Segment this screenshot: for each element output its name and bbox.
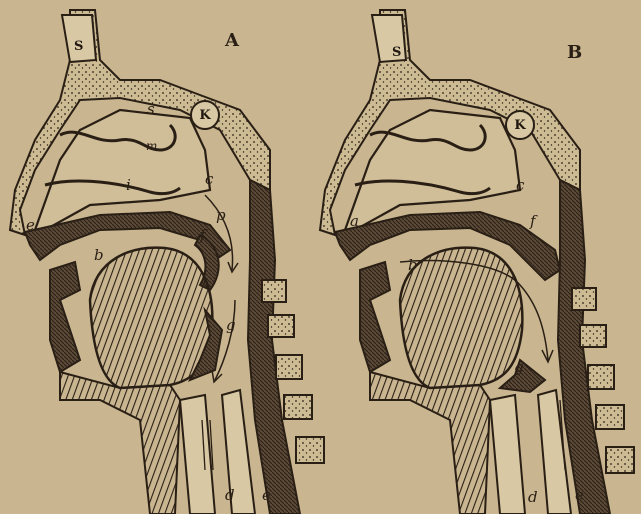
label-i: i bbox=[126, 178, 131, 193]
label-sphenoid: K bbox=[514, 119, 525, 132]
label-b: b bbox=[408, 258, 418, 273]
panel-b: B S K c a f b g d e bbox=[320, 0, 641, 514]
label-g: g bbox=[226, 318, 236, 333]
label-frontal-sinus: S bbox=[392, 46, 401, 59]
sphenoid-ring: K bbox=[190, 100, 220, 130]
label-f: f bbox=[530, 214, 536, 229]
sphenoid-ring: K bbox=[505, 110, 535, 140]
label-s: s bbox=[147, 102, 155, 117]
label-d: d bbox=[528, 490, 538, 505]
label-c: c bbox=[516, 178, 524, 193]
label-p: p bbox=[216, 208, 226, 223]
label-e: e bbox=[575, 488, 584, 503]
panel-a: A S K s m c i p e f b g d e bbox=[0, 0, 320, 514]
panel-a-title: A bbox=[225, 32, 239, 50]
label-e: e bbox=[26, 218, 35, 233]
label-d: d bbox=[225, 488, 235, 503]
label-a: a bbox=[350, 214, 359, 229]
panel-b-title: B bbox=[567, 44, 582, 62]
label-c: c bbox=[205, 172, 213, 187]
label-e-bottom: e bbox=[262, 488, 271, 503]
label-b: b bbox=[94, 248, 104, 263]
label-sphenoid: K bbox=[199, 109, 210, 122]
label-m: m bbox=[146, 140, 157, 152]
label-f: f bbox=[200, 228, 206, 243]
label-frontal-sinus: S bbox=[74, 40, 83, 53]
label-g: g bbox=[514, 360, 524, 375]
